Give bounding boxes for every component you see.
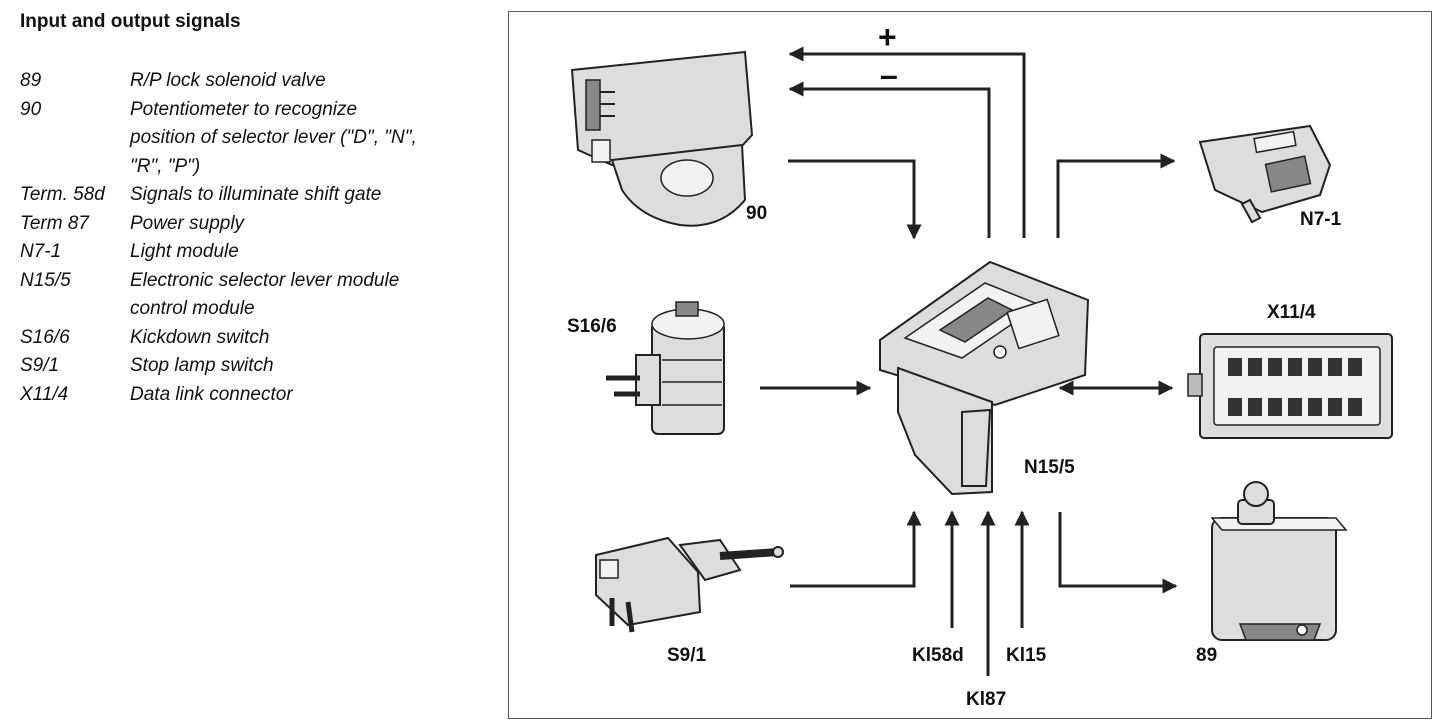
light-module-wire [1056,153,1176,238]
legend-code: Term 87 [20,212,89,234]
stop-lamp-switch-s9-1 [595,536,784,633]
pot-signal-wire [788,159,922,240]
signal-wires [760,46,1178,676]
legend-text: R/P lock solenoid valve [130,70,326,91]
label-kl15: Kl15 [1006,645,1047,666]
minus-supply-wire [788,81,991,238]
minus-symbol: – [880,57,898,93]
label-kl87: Kl87 [966,689,1006,710]
connector-pins [1228,358,1362,416]
legend-item: X11/4 Data link connector [20,381,490,410]
page-title: Input and output signals [20,11,241,32]
legend-text: "R", "P") [130,155,201,177]
legend-text: Stop lamp switch [130,355,274,376]
label-s9-1: S9/1 [667,645,707,666]
plus-supply-wire [788,46,1026,238]
legend-text: Power supply [130,212,245,234]
label-n15-5: N15/5 [1024,457,1075,478]
solenoid-wire [1058,512,1178,594]
legend-item: 90 Potentiometer to recognize position o… [20,96,490,182]
legend-text: Kickdown switch [130,326,270,348]
legend-code: S9/1 [20,355,60,376]
legend-code: 90 [20,98,42,120]
label-kl58d: Kl58d [912,645,964,666]
legend-text: Potentiometer to recognize [130,98,358,120]
legend-item: N7-1 Light module [20,238,490,267]
legend-text: Data link connector [130,383,293,405]
legend-item: Term 87 Power supply [20,210,490,239]
selector-module-n15-5 [879,260,1090,496]
label-s16-6: S16/6 [567,316,617,337]
legend-text: Electronic selector lever module [130,269,400,291]
legend-text: position of selector lever ("D", "N", [130,127,417,148]
legend-code: X11/4 [20,383,69,405]
legend-code: 89 [20,70,42,91]
kickdown-switch-s16-6 [606,301,725,435]
light-module-n7-1 [1198,124,1332,224]
legend-text: control module [130,298,255,319]
legend-item: S16/6 Kickdown switch [20,324,490,353]
legend-list: 89 R/P lock solenoid valve 90 Potentiome… [20,67,490,409]
legend-text: Signals to illuminate shift gate [130,184,382,205]
legend-code: S16/6 [20,326,70,348]
legend-code: N15/5 [20,269,71,291]
legend-code: Term. 58d [20,184,105,205]
label-89: 89 [1196,645,1217,666]
legend-text: Light module [130,241,239,262]
legend-item: 89 R/P lock solenoid valve [20,67,490,96]
label-x11-4: X11/4 [1267,302,1316,323]
label-90: 90 [746,203,767,224]
label-n7-1: N7-1 [1300,209,1342,230]
plus-symbol: + [878,19,897,55]
legend-item: N15/5 Electronic selector lever module c… [20,267,490,324]
stop-lamp-wire [790,510,922,588]
diagram-frame [508,11,1432,719]
legend-item: S9/1 Stop lamp switch [20,352,490,381]
potentiometer-90 [570,50,754,227]
solenoid-valve-89 [1210,481,1348,641]
legend-item: Term. 58d Signals to illuminate shift ga… [20,181,490,210]
data-link-connector-x11-4 [1187,333,1393,439]
legend-code: N7-1 [20,241,62,262]
